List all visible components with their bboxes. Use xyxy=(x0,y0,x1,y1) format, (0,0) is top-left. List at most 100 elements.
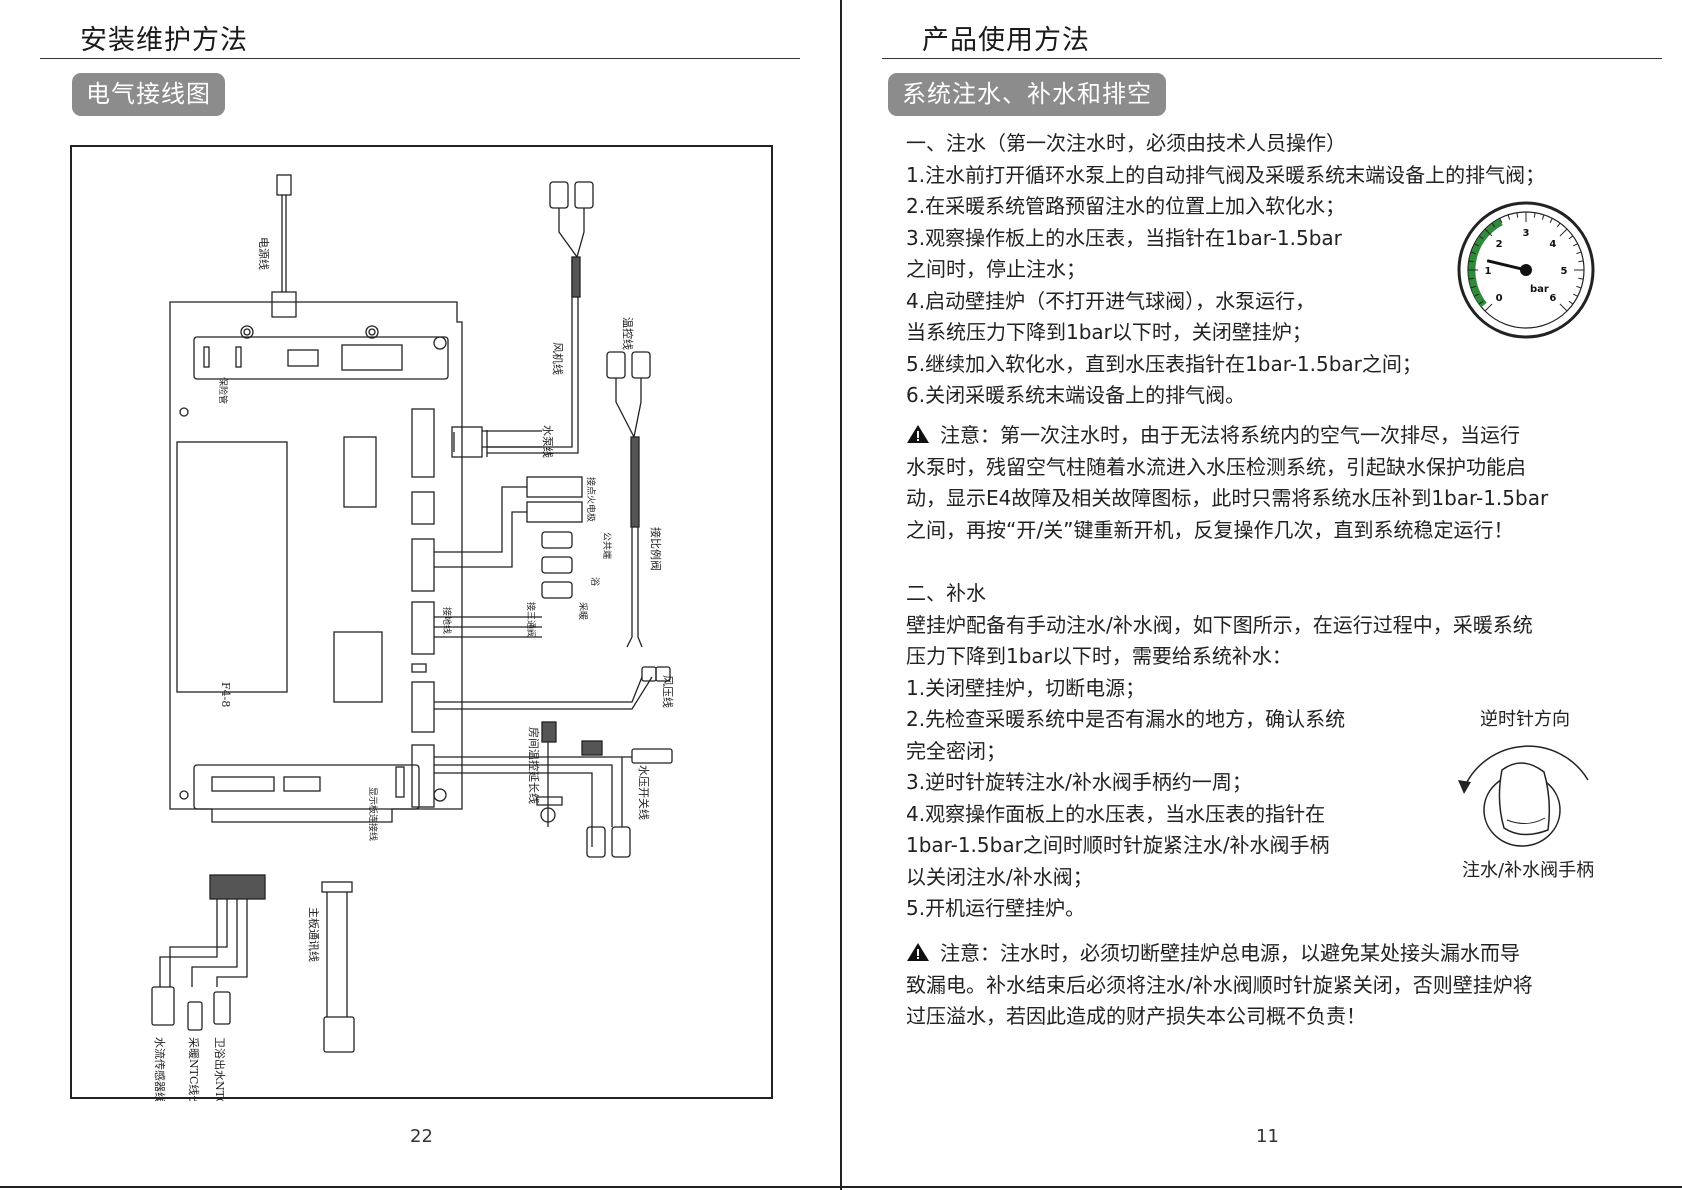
label-flow-sensor: 水流传感器线长 xyxy=(153,1037,167,1101)
part2-line: 2.先检查采暖系统中是否有漏水的地方，确认系统 xyxy=(906,707,1346,731)
wiring-diagram: 电源线 风机线 水泵线 温控线 接比例阀 风压线 水压开关线 房间温控延长线 主… xyxy=(70,145,773,1101)
label-bath: 浴 xyxy=(589,577,600,586)
label-fan-wire: 风机线 xyxy=(551,342,565,375)
gauge-tick xyxy=(1516,212,1519,218)
label-power-cord: 电源线 xyxy=(257,237,271,270)
part1-note-line: 之间，再按“开/关”键重新开机，反复操作几次，直到系统稳定运行！ xyxy=(906,517,1514,542)
label-heating-ntc: 采暖NTC线长 xyxy=(187,1037,201,1101)
label-main-comm: 主板通讯线 xyxy=(307,907,321,962)
gauge-tick-label: 1 xyxy=(1485,266,1492,277)
label-f: F4-8 xyxy=(219,682,232,707)
gauge-tick xyxy=(1474,293,1480,297)
gauge-tick xyxy=(1468,260,1474,263)
gauge-tick xyxy=(1484,303,1493,312)
gauge-unit: bar xyxy=(1530,284,1549,295)
gauge-tick xyxy=(1568,235,1574,240)
gauge-tick xyxy=(1576,251,1582,255)
part2-line: 5.开机运行壁挂炉。 xyxy=(906,896,1086,920)
label-room-thermostat: 房间温控延长线 xyxy=(527,727,541,804)
label-fuse: 保险管 xyxy=(217,377,229,404)
part1-line: 4.启动壁挂炉（不打开进气球阀），水泵运行， xyxy=(906,288,1316,313)
left-page-header: 安装维护方法 xyxy=(80,25,248,56)
right-page-header: 产品使用方法 xyxy=(922,25,1090,56)
board-outline xyxy=(169,301,463,823)
right-section-title: 系统注水、补水和排空 xyxy=(888,73,1166,116)
wiring-diagram-svg: 电源线 风机线 水泵线 温控线 接比例阀 风压线 水压开关线 房间温控延长线 主… xyxy=(151,174,675,1101)
label-dhw-ntc: 卫浴出水NTC线长 xyxy=(213,1037,227,1101)
part2-line: 壁挂炉配备有手动注水/补水阀，如下图所示，在运行过程中，采暖系统 xyxy=(906,612,1533,637)
left-section-title: 电气接线图 xyxy=(72,73,225,116)
part1-note-line: 注意：第一次注水时，由于无法将系统内的空气一次排尽，当运行 xyxy=(940,423,1520,447)
gauge-tick xyxy=(1572,243,1578,247)
part2-line: 4.观察操作面板上的水压表，当水压表的指针在 xyxy=(906,801,1326,826)
label-wind-pressure: 风压线 xyxy=(661,675,675,708)
part2-note-line: 过压溢水，若因此造成的财产损失本公司概不负责！ xyxy=(906,1004,1366,1028)
valve-illustration xyxy=(1452,700,1612,880)
gauge-tick xyxy=(1499,218,1503,224)
gauge-tick xyxy=(1468,277,1474,280)
gauge-tick xyxy=(1491,222,1496,228)
warning-icon xyxy=(907,425,929,443)
part2-note: 注意：注水时，必须切断壁挂炉总电源，以避免某处接头漏水而导 致漏电。补水结束后必… xyxy=(906,938,1626,1033)
gauge-tick xyxy=(1578,260,1584,263)
gauge-tick-label: 5 xyxy=(1561,266,1568,277)
heat-sink xyxy=(176,441,288,693)
part1-note: 注意：第一次注水时，由于无法将系统内的空气一次排尽，当运行 水泵时，残留空气柱随… xyxy=(906,420,1626,546)
gauge-tick xyxy=(1568,300,1574,305)
right-header-rule xyxy=(882,58,1662,59)
gauge-tick-label: 4 xyxy=(1549,239,1556,250)
gauge-tick xyxy=(1484,228,1493,237)
gauge-tick xyxy=(1572,293,1578,297)
part1-line: 1.注水前打开循环水泵上的自动排气阀及采暖系统末端设备上的排气阀； xyxy=(906,162,1546,187)
gauge-tick xyxy=(1478,300,1484,305)
label-display: 显示板连接线 xyxy=(367,787,379,841)
gauge-tick xyxy=(1559,303,1568,312)
label-temp-sensor: 温控线 xyxy=(621,317,635,350)
part1-title: 一、注水（第一次注水时，必须由技术人员操作） xyxy=(906,131,1346,155)
label-common: 公共端 xyxy=(601,532,613,559)
part2-line: 1bar-1.5bar之间时顺时针旋紧注水/补水阀手柄 xyxy=(906,833,1330,857)
bottom-rule xyxy=(0,1186,1682,1188)
gauge-tick xyxy=(1533,212,1536,218)
gauge-tick xyxy=(1559,228,1568,237)
part2-line: 压力下降到1bar以下时，需要给系统补水： xyxy=(906,644,1292,668)
part2-block: 二、补水 壁挂炉配备有手动注水/补水阀，如下图所示，在运行过程中，采暖系统 压力… xyxy=(906,578,1533,925)
part2-title: 二、补水 xyxy=(906,581,986,605)
valve-direction-label: 逆时针方向 xyxy=(1480,709,1570,730)
right-page-number: 11 xyxy=(1256,1126,1279,1147)
part2-note-line: 致漏电。补水结束后必须将注水/补水阀顺时针旋紧关闭，否则壁挂炉将 xyxy=(906,972,1533,997)
part1-line: 5.继续加入软化水，直到水压表指针在1bar-1.5bar之间； xyxy=(906,351,1422,376)
gauge-tick-label: 2 xyxy=(1496,239,1503,250)
part1-note-line: 动，显示E4故障及相关故障图标，此时只需将系统水压补到1bar-1.5bar xyxy=(906,486,1549,510)
left-header-rule xyxy=(40,58,800,59)
part1-line: 2.在采暖系统管路预留注水的位置上加入软化水； xyxy=(906,194,1346,218)
gauge-tick xyxy=(1576,285,1582,289)
gauge-tick xyxy=(1556,222,1561,228)
gauge-tick xyxy=(1578,277,1584,280)
part1-line: 当系统压力下降到1bar以下时，关闭壁挂炉； xyxy=(906,320,1312,344)
part2-line: 以关闭注水/补水阀； xyxy=(906,864,1093,889)
gauge-tick-label: 6 xyxy=(1549,293,1556,304)
part1-note-line: 水泵时，残留空气柱随着水流进入水压检测系统，引起缺水保护功能启 xyxy=(906,454,1526,479)
label-three-way: 接三通阀 xyxy=(525,602,537,638)
page-spine xyxy=(840,0,842,1190)
warning-icon xyxy=(907,943,929,961)
valve-handle-label: 注水/补水阀手柄 xyxy=(1462,860,1595,881)
label-proportional-valve: 接比例阀 xyxy=(649,527,663,571)
gauge-tick xyxy=(1470,285,1476,289)
gauge-tick-label: 0 xyxy=(1496,293,1503,304)
part2-line: 3.逆时针旋转注水/补水阀手柄约一周； xyxy=(906,770,1252,794)
gauge-tick xyxy=(1507,214,1511,220)
gauge-tick xyxy=(1474,243,1480,247)
label-water-pressure-switch: 水压开关线 xyxy=(637,765,651,820)
part1-line: 3.观察操作板上的水压表，当指针在1bar-1.5bar xyxy=(906,225,1342,250)
right-page: 产品使用方法 系统注水、补水和排空 xyxy=(842,0,1682,1190)
label-pump-wire: 水泵线 xyxy=(541,425,555,458)
gauge-tick xyxy=(1541,214,1545,220)
gauge-needle xyxy=(1486,259,1527,272)
part1-line: 6.关闭采暖系统末端设备上的排气阀。 xyxy=(906,383,1246,407)
valve-handle-shape xyxy=(1498,762,1551,836)
gauge-tick xyxy=(1478,235,1484,240)
part2-note-line: 注意：注水时，必须切断壁挂炉总电源，以避免某处接头漏水而导 xyxy=(940,941,1520,965)
